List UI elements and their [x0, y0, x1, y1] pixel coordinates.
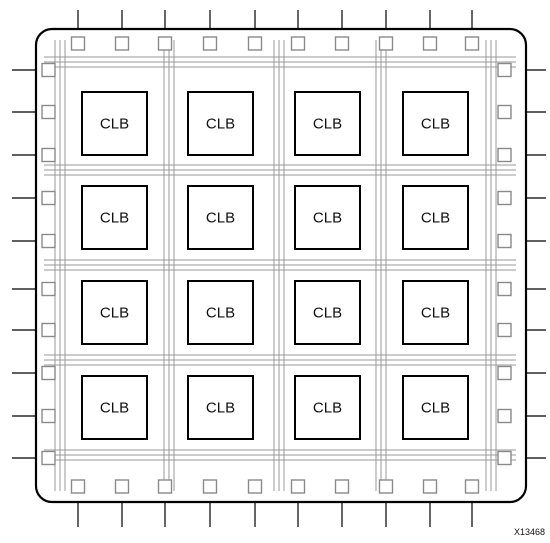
io-pad-bottom-9 — [464, 479, 480, 494]
clb-box — [187, 375, 254, 440]
io-pad-left-0 — [41, 62, 56, 78]
clb-block-r4-c3: CLB — [294, 375, 361, 440]
clb-box — [402, 280, 469, 345]
io-pad-left-5 — [41, 281, 56, 297]
io-pad-bottom-8 — [422, 479, 438, 494]
clb-box — [402, 91, 469, 156]
io-pad-left-4 — [41, 233, 56, 249]
clb-box — [402, 375, 469, 440]
io-pad-top-8 — [422, 36, 438, 51]
io-pad-right-0 — [497, 62, 512, 78]
io-pad-right-7 — [497, 365, 512, 381]
io-pad-top-2 — [157, 36, 173, 51]
clb-block-r1-c2: CLB — [187, 91, 254, 156]
io-pad-top-9 — [464, 36, 480, 51]
clb-block-r4-c4: CLB — [402, 375, 469, 440]
io-pad-bottom-7 — [378, 479, 394, 494]
clb-box — [187, 91, 254, 156]
clb-label: CLB — [421, 210, 450, 227]
figure-id: X13468 — [514, 527, 545, 537]
clb-label: CLB — [421, 116, 450, 133]
io-pad-top-1 — [114, 36, 130, 51]
clb-box — [402, 185, 469, 250]
io-pad-bottom-3 — [202, 479, 218, 494]
io-pad-right-9 — [497, 450, 512, 466]
clb-label: CLB — [100, 305, 129, 322]
clb-array: CLB CLB CLB CLB CLB CLB CLB CLB CLB CLB CLB CLB CLB C… — [81, 91, 469, 440]
clb-block-r1-c1: CLB — [81, 91, 148, 156]
io-pad-right-1 — [497, 104, 512, 120]
external-pins — [12, 10, 546, 527]
clb-label: CLB — [313, 400, 342, 417]
io-pad-bottom-2 — [157, 479, 173, 494]
clb-label: CLB — [313, 210, 342, 227]
io-pad-left-9 — [41, 450, 56, 466]
io-pad-right-2 — [497, 147, 512, 163]
clb-block-r2-c3: CLB — [294, 185, 361, 250]
clb-box — [187, 280, 254, 345]
clb-block-r3-c2: CLB — [187, 280, 254, 345]
io-pad-left-7 — [41, 365, 56, 381]
clb-block-r4-c1: CLB — [81, 375, 148, 440]
clb-box — [294, 185, 361, 250]
clb-box — [294, 91, 361, 156]
io-pad-top-0 — [70, 36, 86, 51]
io-pad-bottom-1 — [114, 479, 130, 494]
clb-label: CLB — [421, 305, 450, 322]
io-pad-left-1 — [41, 104, 56, 120]
clb-label: CLB — [421, 400, 450, 417]
clb-label: CLB — [313, 305, 342, 322]
clb-block-r4-c2: CLB — [187, 375, 254, 440]
io-pad-top-3 — [202, 36, 218, 51]
io-pad-top-7 — [378, 36, 394, 51]
clb-block-r1-c3: CLB — [294, 91, 361, 156]
io-pad-right-3 — [497, 190, 512, 206]
clb-block-r1-c4: CLB — [402, 91, 469, 156]
io-pad-left-6 — [41, 322, 56, 338]
clb-block-r2-c1: CLB — [81, 185, 148, 250]
clb-label: CLB — [313, 116, 342, 133]
io-pad-bottom-5 — [290, 479, 306, 494]
clb-block-r3-c4: CLB — [402, 280, 469, 345]
clb-label: CLB — [206, 210, 235, 227]
clb-block-r2-c2: CLB — [187, 185, 254, 250]
io-pad-top-4 — [247, 36, 263, 51]
io-pad-bottom-6 — [334, 479, 350, 494]
io-pad-left-2 — [41, 147, 56, 163]
io-pad-right-5 — [497, 281, 512, 297]
clb-label: CLB — [100, 210, 129, 227]
io-pad-bottom-4 — [247, 479, 263, 494]
clb-label: CLB — [100, 400, 129, 417]
io-pads — [41, 36, 512, 494]
io-pad-bottom-0 — [70, 479, 86, 494]
clb-block-r2-c4: CLB — [402, 185, 469, 250]
clb-box — [294, 375, 361, 440]
io-pad-right-6 — [497, 322, 512, 338]
clb-box — [187, 185, 254, 250]
io-pad-top-6 — [334, 36, 350, 51]
io-pad-left-3 — [41, 190, 56, 206]
clb-label: CLB — [206, 400, 235, 417]
io-pad-top-5 — [290, 36, 306, 51]
clb-block-r3-c3: CLB — [294, 280, 361, 345]
clb-block-r3-c1: CLB — [81, 280, 148, 345]
io-pad-right-8 — [497, 408, 512, 424]
clb-label: CLB — [206, 116, 235, 133]
io-pad-left-8 — [41, 408, 56, 424]
clb-box — [81, 185, 148, 250]
clb-label: CLB — [206, 305, 235, 322]
clb-label: CLB — [100, 116, 129, 133]
clb-box — [294, 280, 361, 345]
clb-box — [81, 280, 148, 345]
io-pad-right-4 — [497, 233, 512, 249]
clb-box — [81, 91, 148, 156]
clb-box — [81, 375, 148, 440]
